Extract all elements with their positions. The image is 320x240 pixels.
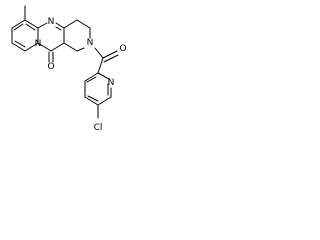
bond-ring-d [84, 72, 99, 82]
bond-ring-b [37, 42, 52, 52]
bond-ring-b [37, 22, 48, 29]
atom-label-cl: Cl [94, 123, 103, 133]
chemical-structure-diagram: N N N O O N Cl [11, 5, 127, 133]
atom-label-layer: N N N O O N Cl [35, 17, 127, 133]
bond-ring-d [97, 96, 112, 106]
bond-ring-a-double [25, 23, 36, 31]
atom-label-n-top: N [48, 17, 55, 27]
bond-ring-a-double [13, 23, 24, 31]
bond-ring-b [50, 42, 65, 52]
atom-label-o-amide: O [119, 44, 126, 54]
bond-ring-c [63, 42, 78, 52]
bond-layer [11, 5, 119, 119]
bond-ring-a [24, 19, 39, 29]
bond-ring-d-double [86, 76, 97, 83]
bond-amide-aryl [97, 57, 104, 74]
bond-ring-a [11, 42, 26, 52]
atom-label-n-pyridine: N [108, 78, 115, 88]
atom-label-n-bridge: N [35, 39, 42, 49]
bond-ring-d-double [87, 95, 99, 102]
atom-label-o-lactam: O [47, 62, 54, 72]
bond-ring-a [24, 42, 39, 52]
atom-label-n-ring: N [87, 38, 94, 48]
bond-ring-c [76, 47, 85, 52]
bond-ring-c [63, 19, 78, 29]
bond-amide-carbonyl [102, 50, 118, 59]
bond-ring-b [55, 22, 65, 29]
bond-ring-b-double [55, 26, 62, 31]
bond-ring-d [84, 96, 99, 106]
bond-amide-carbonyl [103, 54, 119, 63]
bond-ring-a-double [14, 40, 26, 48]
bond-ring-c [76, 19, 91, 29]
bond-amide-n [94, 47, 104, 59]
bond-ring-d [97, 72, 110, 80]
bond-ring-a [11, 19, 26, 29]
